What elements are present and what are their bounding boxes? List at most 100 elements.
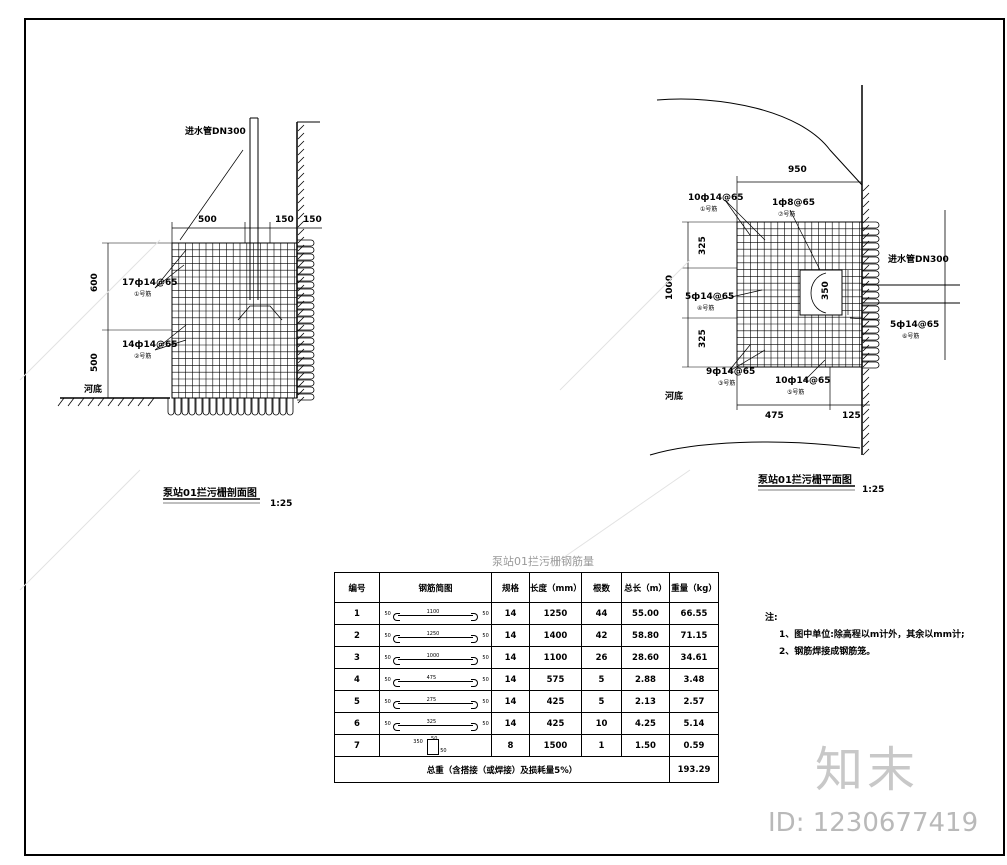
plan-rebar-label-4: 5ф14@65 [890, 320, 939, 330]
plan-rebar-sub-3: ④号筋 [697, 304, 714, 312]
shape-right: 50 [440, 747, 447, 754]
section-bed-label: 河底 [84, 383, 102, 395]
total-label: 总重（含搭接（或焊接）及损耗量5%） [334, 756, 670, 783]
plan-rebar-sub-6: ⑤号筋 [787, 388, 804, 396]
sheet-border [24, 18, 1005, 856]
cell-id: 5 [334, 690, 380, 713]
plan-rebar-sub-2: ⑦号筋 [778, 210, 795, 218]
note-item: 2、钢筋焊接成钢筋笼。 [779, 647, 876, 657]
shape-left: 50 [384, 720, 391, 727]
plan-rebar-label-2: 1ф8@65 [772, 198, 815, 208]
cell-spec: 14 [491, 690, 530, 713]
header-id: 编号 [334, 572, 380, 603]
section-view: 进水管DN300 500 150 150 600 500 17ф14@65 ①号… [57, 117, 322, 509]
plan-dim-125: 125 [842, 411, 861, 421]
cell-length: 425 [529, 712, 582, 735]
note-item: 1、图中单位:除高程以m计外，其余以mm计; [779, 630, 965, 640]
plan-dim-1000: 1000 [665, 275, 675, 300]
plan-rebar-label-6: 10ф14@65 [775, 376, 831, 386]
plan-pipe-label: 进水管DN300 [888, 253, 949, 265]
shape-left: 350 [413, 739, 423, 746]
shape-left: 50 [384, 632, 391, 639]
cell-id: 2 [334, 624, 380, 647]
plan-view: 950 10ф14@65 ①号筋 1ф8@65 ⑦号筋 325 1000 325… [649, 85, 960, 495]
plan-dim-325a: 325 [698, 236, 708, 255]
shape-right: 50 [482, 654, 489, 661]
header-shape: 钢筋简图 [379, 572, 492, 603]
shape-left: 50 [384, 676, 391, 683]
section-rebar-sub-2: ②号筋 [134, 352, 151, 360]
section-rebar-label-2: 14ф14@65 [122, 340, 178, 350]
header-count: 根数 [581, 572, 622, 603]
cell-length: 1250 [529, 602, 582, 625]
plan-rebar-sub-1: ①号筋 [700, 205, 717, 213]
total-value: 193.29 [669, 756, 719, 783]
plan-rebar-sub-4: ⑥号筋 [902, 332, 919, 340]
cell-weight: 66.55 [669, 602, 719, 625]
notes-heading: 注: [765, 613, 778, 623]
cell-total: 4.25 [621, 712, 670, 735]
cell-id: 4 [334, 668, 380, 691]
cell-shape: 50 275 50 [379, 690, 492, 713]
cell-weight: 34.61 [669, 646, 719, 669]
cell-total: 28.60 [621, 646, 670, 669]
header-length: 长度（mm） [529, 572, 582, 603]
shape-mid: 50 [431, 736, 438, 743]
cell-total: 58.80 [621, 624, 670, 647]
cell-total: 2.88 [621, 668, 670, 691]
header-spec: 规格 [491, 572, 530, 603]
plan-dim-350: 350 [821, 281, 831, 300]
plan-dim-950: 950 [788, 165, 807, 175]
cell-id: 1 [334, 602, 380, 625]
cell-spec: 14 [491, 668, 530, 691]
cell-spec: 14 [491, 712, 530, 735]
shape-mid: 275 [426, 697, 437, 704]
shape-right: 50 [482, 698, 489, 705]
section-dim-500: 500 [198, 215, 217, 225]
cell-spec: 14 [491, 624, 530, 647]
cell-weight: 5.14 [669, 712, 719, 735]
shape-mid: 1100 [426, 609, 440, 616]
plan-bed-label: 河底 [665, 390, 683, 402]
watermark-id: ID: 1230677419 [768, 808, 979, 838]
cell-count: 26 [581, 646, 622, 669]
cell-shape: 50 1250 50 [379, 624, 492, 647]
cell-count: 10 [581, 712, 622, 735]
cell-weight: 3.48 [669, 668, 719, 691]
shape-right: 50 [482, 676, 489, 683]
notes: 注: 1、图中单位:除高程以m计外，其余以mm计; 2、钢筋焊接成钢筋笼。 [765, 610, 965, 661]
plan-rebar-label-1: 10ф14@65 [688, 193, 744, 203]
cell-id: 6 [334, 712, 380, 735]
cell-count: 5 [581, 668, 622, 691]
section-title: 泵站01拦污栅剖面图 [163, 486, 257, 499]
cell-weight: 0.59 [669, 734, 719, 757]
shape-right: 50 [482, 632, 489, 639]
shape-right: 50 [482, 610, 489, 617]
plan-rebar-label-5: 9ф14@65 [706, 367, 755, 377]
table-caption: 泵站01拦污栅钢筋量 [492, 555, 594, 568]
shape-mid: 1250 [426, 631, 440, 638]
shape-left: 50 [384, 698, 391, 705]
shape-left: 50 [384, 654, 391, 661]
cell-weight: 2.57 [669, 690, 719, 713]
cell-length: 1100 [529, 646, 582, 669]
header-total: 总长（m） [621, 572, 670, 603]
cell-count: 1 [581, 734, 622, 757]
watermark-stripes [19, 239, 691, 591]
section-scale: 1:25 [270, 499, 292, 509]
section-dim-150b: 150 [303, 215, 322, 225]
plan-dim-325b: 325 [698, 329, 708, 348]
section-rebar-label-1: 17ф14@65 [122, 278, 178, 288]
